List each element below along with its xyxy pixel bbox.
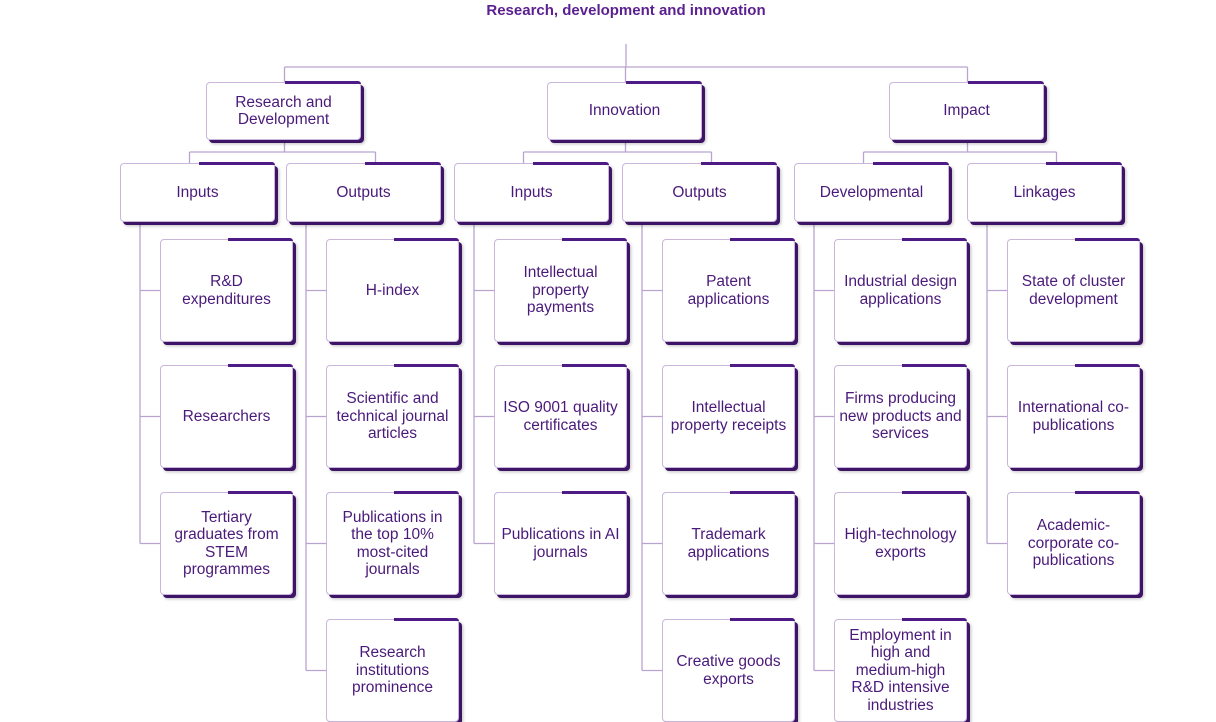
indicator-box: Scientific and technical journal article…	[326, 364, 459, 468]
indicator-box: Research institutions prominence	[326, 618, 459, 722]
pillar-box-label: Impact	[943, 102, 990, 120]
indicator-box: Tertiary graduates from STEM programmes	[160, 491, 293, 595]
indicator-box-label: State of cluster development	[1021, 273, 1126, 308]
pillar-box: Research and Development	[206, 81, 361, 140]
indicator-box: Publications in the top 10% most-cited j…	[326, 491, 459, 595]
indicator-box-label: Trademark applications	[687, 526, 770, 561]
group-box-label: Linkages	[1013, 183, 1076, 201]
indicator-box: Patent applications	[662, 238, 795, 342]
indicator-box-label: International co-publications	[1017, 399, 1130, 434]
group-box: Developmental	[794, 162, 949, 222]
connector-lines	[139, 44, 1058, 672]
diagram-title: Research, development and innovation	[486, 2, 766, 19]
indicator-box-label: Employment in high and medium-high R&D i…	[849, 626, 952, 714]
group-box-label: Inputs	[176, 183, 219, 201]
group-box-label: Outputs	[672, 183, 727, 201]
indicator-box-label: Intellectual property receipts	[670, 399, 787, 434]
indicator-box: ISO 9001 quality certificates	[494, 364, 627, 468]
indicator-box: Industrial design applications	[834, 238, 967, 342]
group-box-label: Outputs	[336, 183, 391, 201]
indicator-box: Intellectual property payments	[494, 238, 627, 342]
group-box: Outputs	[286, 162, 441, 222]
indicator-box-label: Scientific and technical journal article…	[336, 390, 449, 443]
pillar-box-label: Research and Development	[235, 93, 332, 129]
indicator-box: Firms producing new products and service…	[834, 364, 967, 468]
indicator-box-label: Industrial design applications	[844, 273, 957, 308]
indicator-box-label: Research institutions prominence	[352, 644, 433, 697]
indicator-box: Researchers	[160, 364, 293, 468]
group-box: Inputs	[454, 162, 609, 222]
group-box: Inputs	[120, 162, 275, 222]
indicator-box-label: Publications in the top 10% most-cited j…	[342, 508, 443, 579]
indicator-box: Publications in AI journals	[494, 491, 627, 595]
group-box: Outputs	[622, 162, 777, 222]
indicator-box: Employment in high and medium-high R&D i…	[834, 618, 967, 722]
group-box: Linkages	[967, 162, 1122, 222]
indicator-box-label: High-technology exports	[844, 526, 957, 561]
indicator-box: Creative goods exports	[662, 618, 795, 722]
indicator-box: H-index	[326, 238, 459, 342]
indicator-box: Academic-corporate co-publications	[1007, 491, 1140, 595]
indicator-box-label: Intellectual property payments	[523, 264, 598, 317]
indicator-box-label: Patent applications	[687, 273, 770, 308]
indicator-box-label: Firms producing new products and service…	[839, 390, 962, 443]
pillar-box: Innovation	[547, 81, 702, 140]
group-box-label: Inputs	[510, 183, 553, 201]
indicator-box: International co-publications	[1007, 364, 1140, 468]
pillar-box: Impact	[889, 81, 1044, 140]
indicator-box-label: Tertiary graduates from STEM programmes	[174, 508, 279, 579]
indicator-box: R&D expenditures	[160, 238, 293, 342]
indicator-box-label: ISO 9001 quality certificates	[503, 399, 618, 434]
indicator-box: State of cluster development	[1007, 238, 1140, 342]
indicator-box-label: H-index	[365, 281, 420, 299]
pillar-box-label: Innovation	[588, 102, 661, 120]
indicator-box-label: R&D expenditures	[182, 273, 271, 308]
indicator-box: Trademark applications	[662, 491, 795, 595]
group-box-label: Developmental	[819, 183, 924, 201]
indicator-box: Intellectual property receipts	[662, 364, 795, 468]
indicator-box-label: Publications in AI journals	[501, 526, 620, 561]
indicator-box: High-technology exports	[834, 491, 967, 595]
indicator-box-label: Researchers	[182, 407, 271, 425]
indicator-box-label: Academic-corporate co-publications	[1027, 517, 1120, 570]
indicator-box-label: Creative goods exports	[676, 653, 781, 688]
